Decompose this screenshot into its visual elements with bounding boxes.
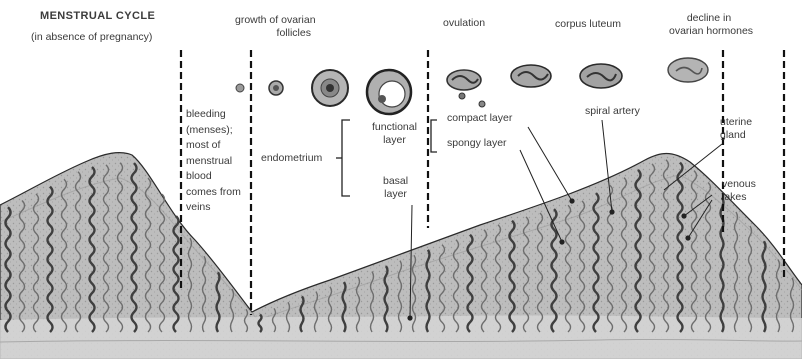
uterine-gland-label: uterine gland (720, 116, 752, 141)
follicle-primary (236, 84, 244, 92)
spiral-artery-label: spiral artery (585, 105, 640, 118)
phase-ovulation-label: ovulation (443, 17, 485, 30)
compact-layer-label: compact layer (447, 112, 512, 125)
phase-growth-label: growth of ovarian follicles (235, 14, 316, 39)
venous-lakes-label: venous lakes (722, 178, 756, 203)
bleeding-note: bleeding (menses); most of menstrual blo… (186, 107, 241, 216)
phase-decline-label: decline in ovarian hormones (669, 12, 749, 37)
spongy-layer-label: spongy layer (447, 137, 507, 150)
diagram-title: MENSTRUAL CYCLE (40, 10, 155, 22)
endometrium-label: endometrium (261, 152, 322, 165)
phase-corpus-luteum-label: corpus luteum (555, 18, 621, 31)
basal-layer-label: basal layer (383, 175, 408, 200)
functional-layer-label: functional layer (372, 121, 417, 146)
ovarian-follicles (236, 70, 411, 114)
corpus-luteum-bodies (511, 58, 708, 88)
ovulation-ovary (447, 70, 485, 107)
diagram-subtitle: (in absence of pregnancy) (31, 31, 152, 43)
